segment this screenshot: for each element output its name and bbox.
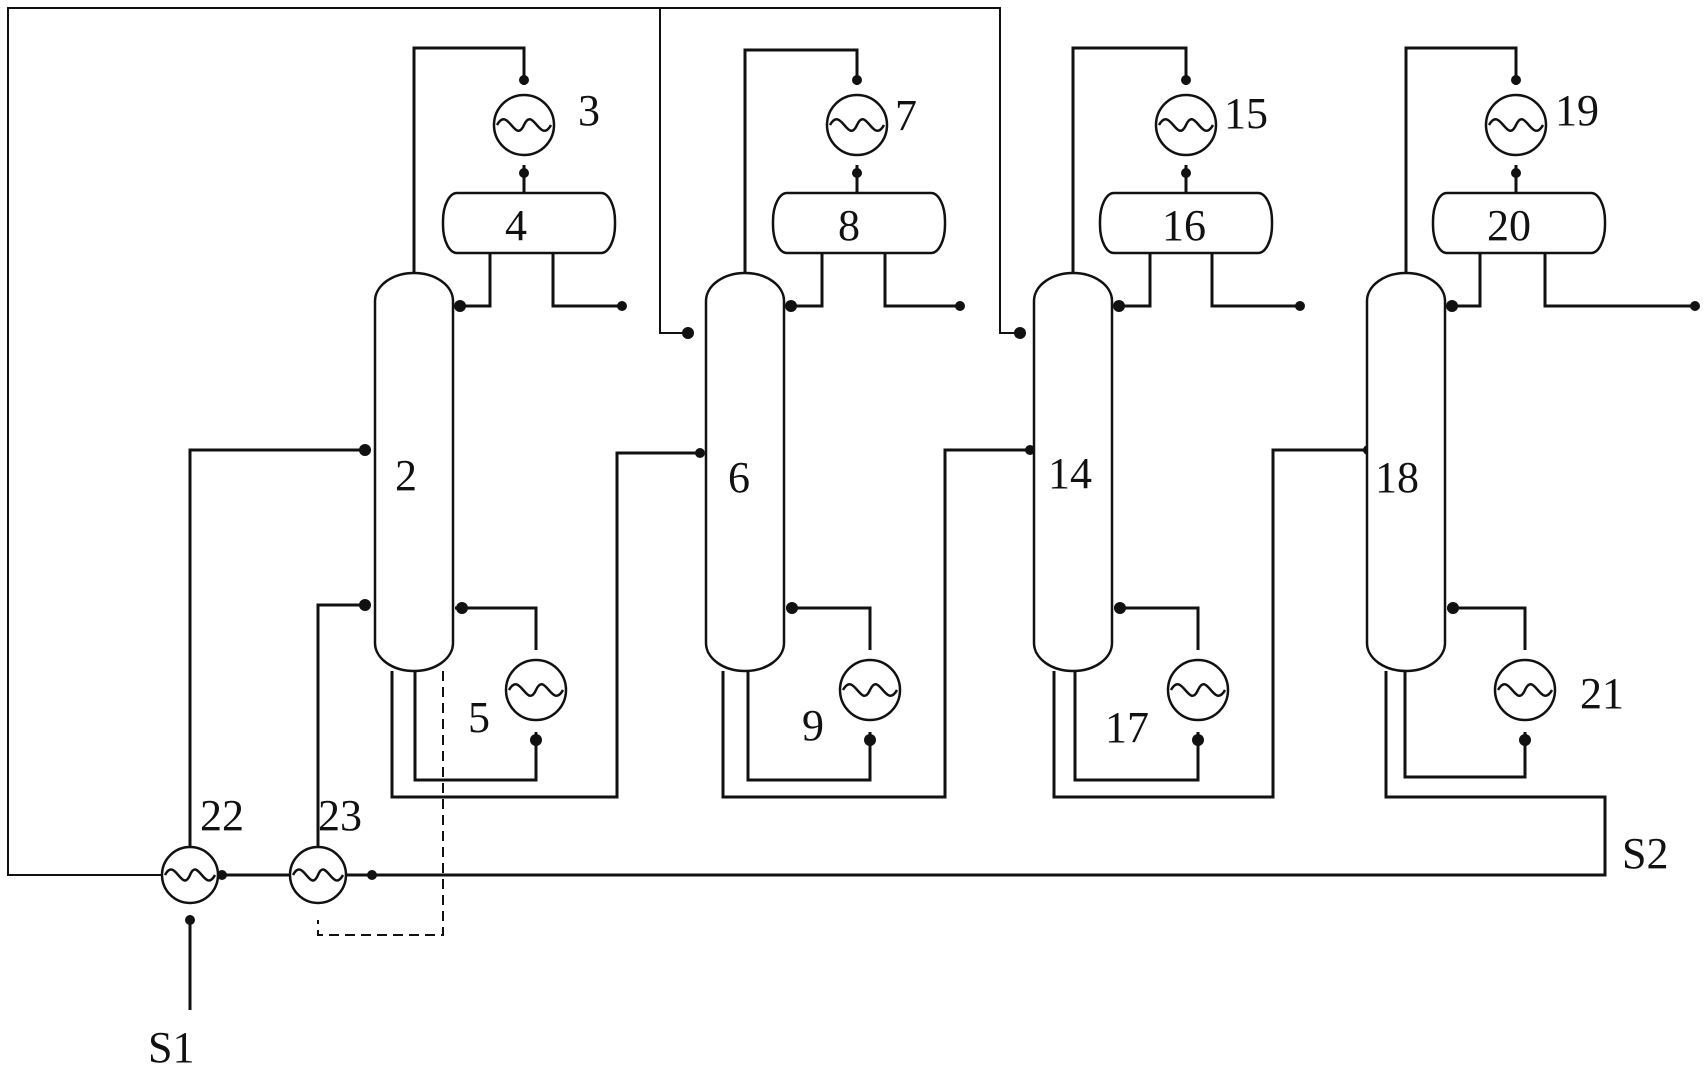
label-reboiler-21: 21 [1580,669,1624,718]
reboiler-21-return-line [1447,608,1525,650]
label-drum-20: 20 [1487,201,1531,250]
drum-16-reflux-line [1114,252,1150,306]
label-column-14: 14 [1048,449,1092,498]
label-column-2: 2 [395,451,417,500]
label-stream-s1: S1 [148,1023,194,1071]
label-column-6: 6 [728,453,750,502]
reboiler-17[interactable] [1168,660,1228,720]
condenser-3[interactable] [494,95,554,155]
label-reboiler-9: 9 [802,701,824,750]
column-18-bottoms-to-s2-line [655,671,1605,875]
label-condenser-15: 15 [1224,89,1268,138]
heat-exchanger-23[interactable] [290,847,346,903]
reboiler-9[interactable] [840,660,900,720]
reboiler-5[interactable] [506,660,566,720]
heat-exchanger-22[interactable] [162,847,218,903]
unit-column-18 [655,48,1700,875]
drum-8-distillate-line [885,252,960,306]
label-reboiler-17: 17 [1105,703,1149,752]
label-drum-4: 4 [505,201,527,250]
label-condenser-7: 7 [895,91,917,140]
drum-16-distillate-line [1212,252,1300,306]
feed-and-recycle-network [8,8,1026,1010]
label-drum-16: 16 [1162,201,1206,250]
condenser-7[interactable] [827,95,887,155]
label-reboiler-5: 5 [468,693,490,742]
drum-4-reflux-line [455,252,490,306]
label-stream-s2: S2 [1622,829,1668,878]
label-column-18: 18 [1375,453,1419,502]
condenser-15[interactable] [1156,95,1216,155]
reboiler-17-return-line [1114,608,1198,650]
reboiler-21[interactable] [1495,660,1555,720]
reboiler-9-return-line [786,608,870,650]
drum-4-distillate-line [553,252,622,306]
label-drum-8: 8 [838,201,860,250]
label-heat-exchanger-22: 22 [200,791,244,840]
label-condenser-3: 3 [578,86,600,135]
reflux-drum-4[interactable] [443,193,615,253]
drum-8-reflux-line [786,252,822,306]
drum-20-distillate-line [1545,252,1695,306]
label-heat-exchanger-23: 23 [318,791,362,840]
drum-20-reflux-line [1447,252,1480,306]
recycle-loop-line [8,8,688,875]
condenser-19[interactable] [1486,95,1546,155]
label-condenser-19: 19 [1555,86,1599,135]
unit-column-2 [318,48,705,935]
reboiler-5-return-line [455,608,536,650]
